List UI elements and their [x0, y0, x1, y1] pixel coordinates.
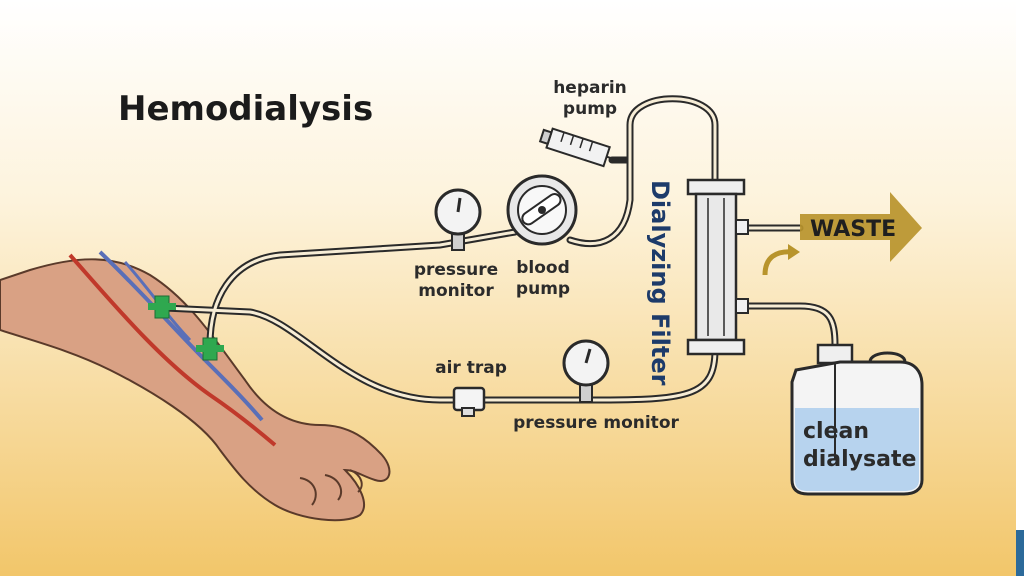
patient-arm — [0, 250, 391, 522]
clean-dialysate-label-line1: clean — [803, 419, 869, 444]
heparin-syringe — [538, 127, 621, 168]
pressure-monitor-top-label-line1: pressure — [414, 260, 498, 280]
right-margin — [1016, 0, 1024, 576]
heparin-pump-label-line1: heparin — [553, 78, 627, 98]
heparin-pump-label-line2: pump — [563, 99, 617, 119]
blood-pump-label-line1: blood — [516, 258, 570, 278]
dialyzing-filter — [686, 178, 749, 356]
pressure-monitor-bottom — [562, 339, 610, 403]
vein-line — [98, 250, 264, 422]
tubing-highlight — [163, 97, 837, 402]
page-title: Hemodialysis — [118, 89, 373, 129]
waste-label: WASTE — [810, 217, 896, 242]
pressure-monitor-top — [434, 188, 482, 251]
waste-arrow — [762, 192, 922, 276]
dialysate-jug — [790, 343, 924, 496]
arm-skin — [0, 258, 391, 522]
blood-pump — [506, 174, 578, 246]
needle-clamp-top — [148, 295, 176, 319]
blood-pump-label-line2: pump — [516, 279, 570, 299]
fingers — [299, 469, 363, 506]
needle-clamp-bottom — [196, 337, 224, 361]
corner-accent — [1016, 530, 1024, 576]
pressure-monitor-bottom-label: pressure monitor — [513, 413, 679, 433]
pressure-monitor-top-label-line2: monitor — [418, 281, 494, 301]
artery-line — [68, 253, 277, 447]
dialyzing-filter-label: Dialyzing Filter — [646, 180, 674, 386]
jug-handle — [868, 351, 907, 363]
air-trap-label: air trap — [435, 358, 507, 378]
clean-dialysate-label-line2: dialysate — [803, 447, 916, 472]
air-trap — [452, 386, 486, 417]
